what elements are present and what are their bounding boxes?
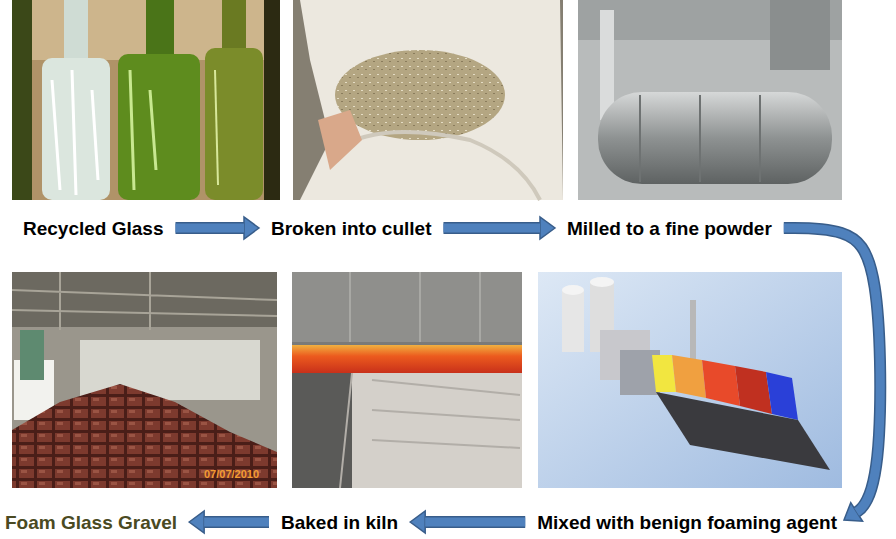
step-label: Baked in kiln: [278, 509, 401, 536]
bottles-photo-part: [12, 0, 280, 200]
step-label: Foam Glass Gravel: [2, 509, 180, 536]
step-label: Recycled Glass: [20, 215, 166, 242]
kiln-photo-part: [350, 272, 480, 342]
kiln-photo-part: [340, 373, 520, 488]
plant-render-photo-part: [562, 285, 584, 295]
plant-render-photo: [538, 272, 842, 488]
bottles-photo-part: [52, 70, 98, 195]
arrow-body: [175, 224, 244, 233]
gravel-warehouse-photo-part: [20, 330, 44, 380]
step-label: Broken into cullet: [268, 215, 434, 242]
kiln-photo-part: [292, 373, 352, 488]
bottles-photo-part: [118, 54, 200, 200]
arrow-body: [784, 228, 880, 512]
arrow-outline: [175, 222, 244, 234]
arrow-head: [540, 217, 555, 239]
cullet-sack-photo-part: [318, 110, 362, 170]
step-text: Milled to a fine powder: [567, 217, 772, 240]
plant-render-photo-part: [652, 355, 676, 392]
step-label: Mixed with benign foaming agent: [534, 509, 840, 536]
cullet-sack-photo-part: [335, 50, 505, 140]
plant-render-photo-part: [702, 360, 740, 406]
step-text: Baked in kiln: [281, 511, 398, 534]
flow-arrow: [175, 217, 259, 239]
bottles-photo-part: [42, 58, 110, 200]
plant-render-photo-part: [672, 355, 706, 398]
plant-render-photo-part: [690, 300, 696, 360]
flow-arrow: [189, 511, 269, 533]
kiln-photo-part: [292, 272, 522, 488]
arrow-outline: [784, 228, 880, 512]
arrow-outline: [204, 516, 269, 528]
step-label: Milled to a fine powder: [564, 215, 775, 242]
plant-render-photo-part: [562, 290, 584, 352]
step-text: Broken into cullet: [271, 217, 431, 240]
kiln-photo-part: [292, 272, 522, 342]
gravel-warehouse-photo-part: [12, 384, 277, 488]
bottles-photo-part: [12, 0, 32, 200]
kiln-photo: [292, 272, 522, 488]
bottles-photo-part: [130, 70, 156, 190]
kiln-photo-part: [292, 373, 522, 488]
bottles-photo-part: [222, 0, 246, 52]
flow-arrow: [410, 511, 525, 533]
arrow-body: [425, 518, 525, 527]
photo-timestamp: 07/07/2010: [204, 468, 259, 480]
arrow-body: [204, 518, 269, 527]
cullet-sack-photo-part: [293, 0, 563, 200]
cullet-sack-photo: [293, 0, 563, 200]
kiln-photo-part: [292, 345, 522, 373]
bottles-photo-part: [205, 48, 263, 200]
cullet-sack-photo-part: [335, 132, 540, 200]
bottles-photo-part: [264, 0, 280, 200]
gravel-warehouse-photo: [12, 272, 277, 488]
flow-arrow: [443, 217, 555, 239]
mill-photo-part: [578, 0, 842, 200]
mill-photo-part: [770, 0, 830, 70]
mill-photo: [578, 0, 842, 200]
bottles-photo-part: [146, 0, 174, 58]
plant-render-photo-part: [538, 272, 842, 488]
step-text: Foam Glass Gravel: [5, 511, 177, 534]
arrow-head: [189, 511, 204, 533]
mill-photo-part: [600, 10, 614, 120]
gravel-warehouse-photo-part: [12, 272, 277, 330]
step-text: Mixed with benign foaming agent: [537, 511, 837, 534]
arrow-body: [443, 224, 540, 233]
step-text: Recycled Glass: [23, 217, 163, 240]
gravel-warehouse-photo-part: [12, 272, 277, 488]
arrow-head: [244, 217, 259, 239]
bottles-photo: [12, 0, 280, 200]
cullet-sack-photo-part: [300, 0, 563, 200]
plant-render-photo-part: [590, 277, 614, 287]
arrow-outline: [425, 516, 525, 528]
bottles-photo-part: [64, 0, 88, 62]
plant-render-photo-part: [656, 392, 830, 470]
arrow-head: [410, 511, 425, 533]
bottles-photo-part: [215, 70, 218, 185]
mill-photo-part: [598, 92, 832, 184]
flow-arrow: [784, 228, 880, 521]
arrow-outline: [443, 222, 540, 234]
mill-photo-part: [640, 95, 760, 182]
plant-render-photo-part: [766, 372, 798, 420]
